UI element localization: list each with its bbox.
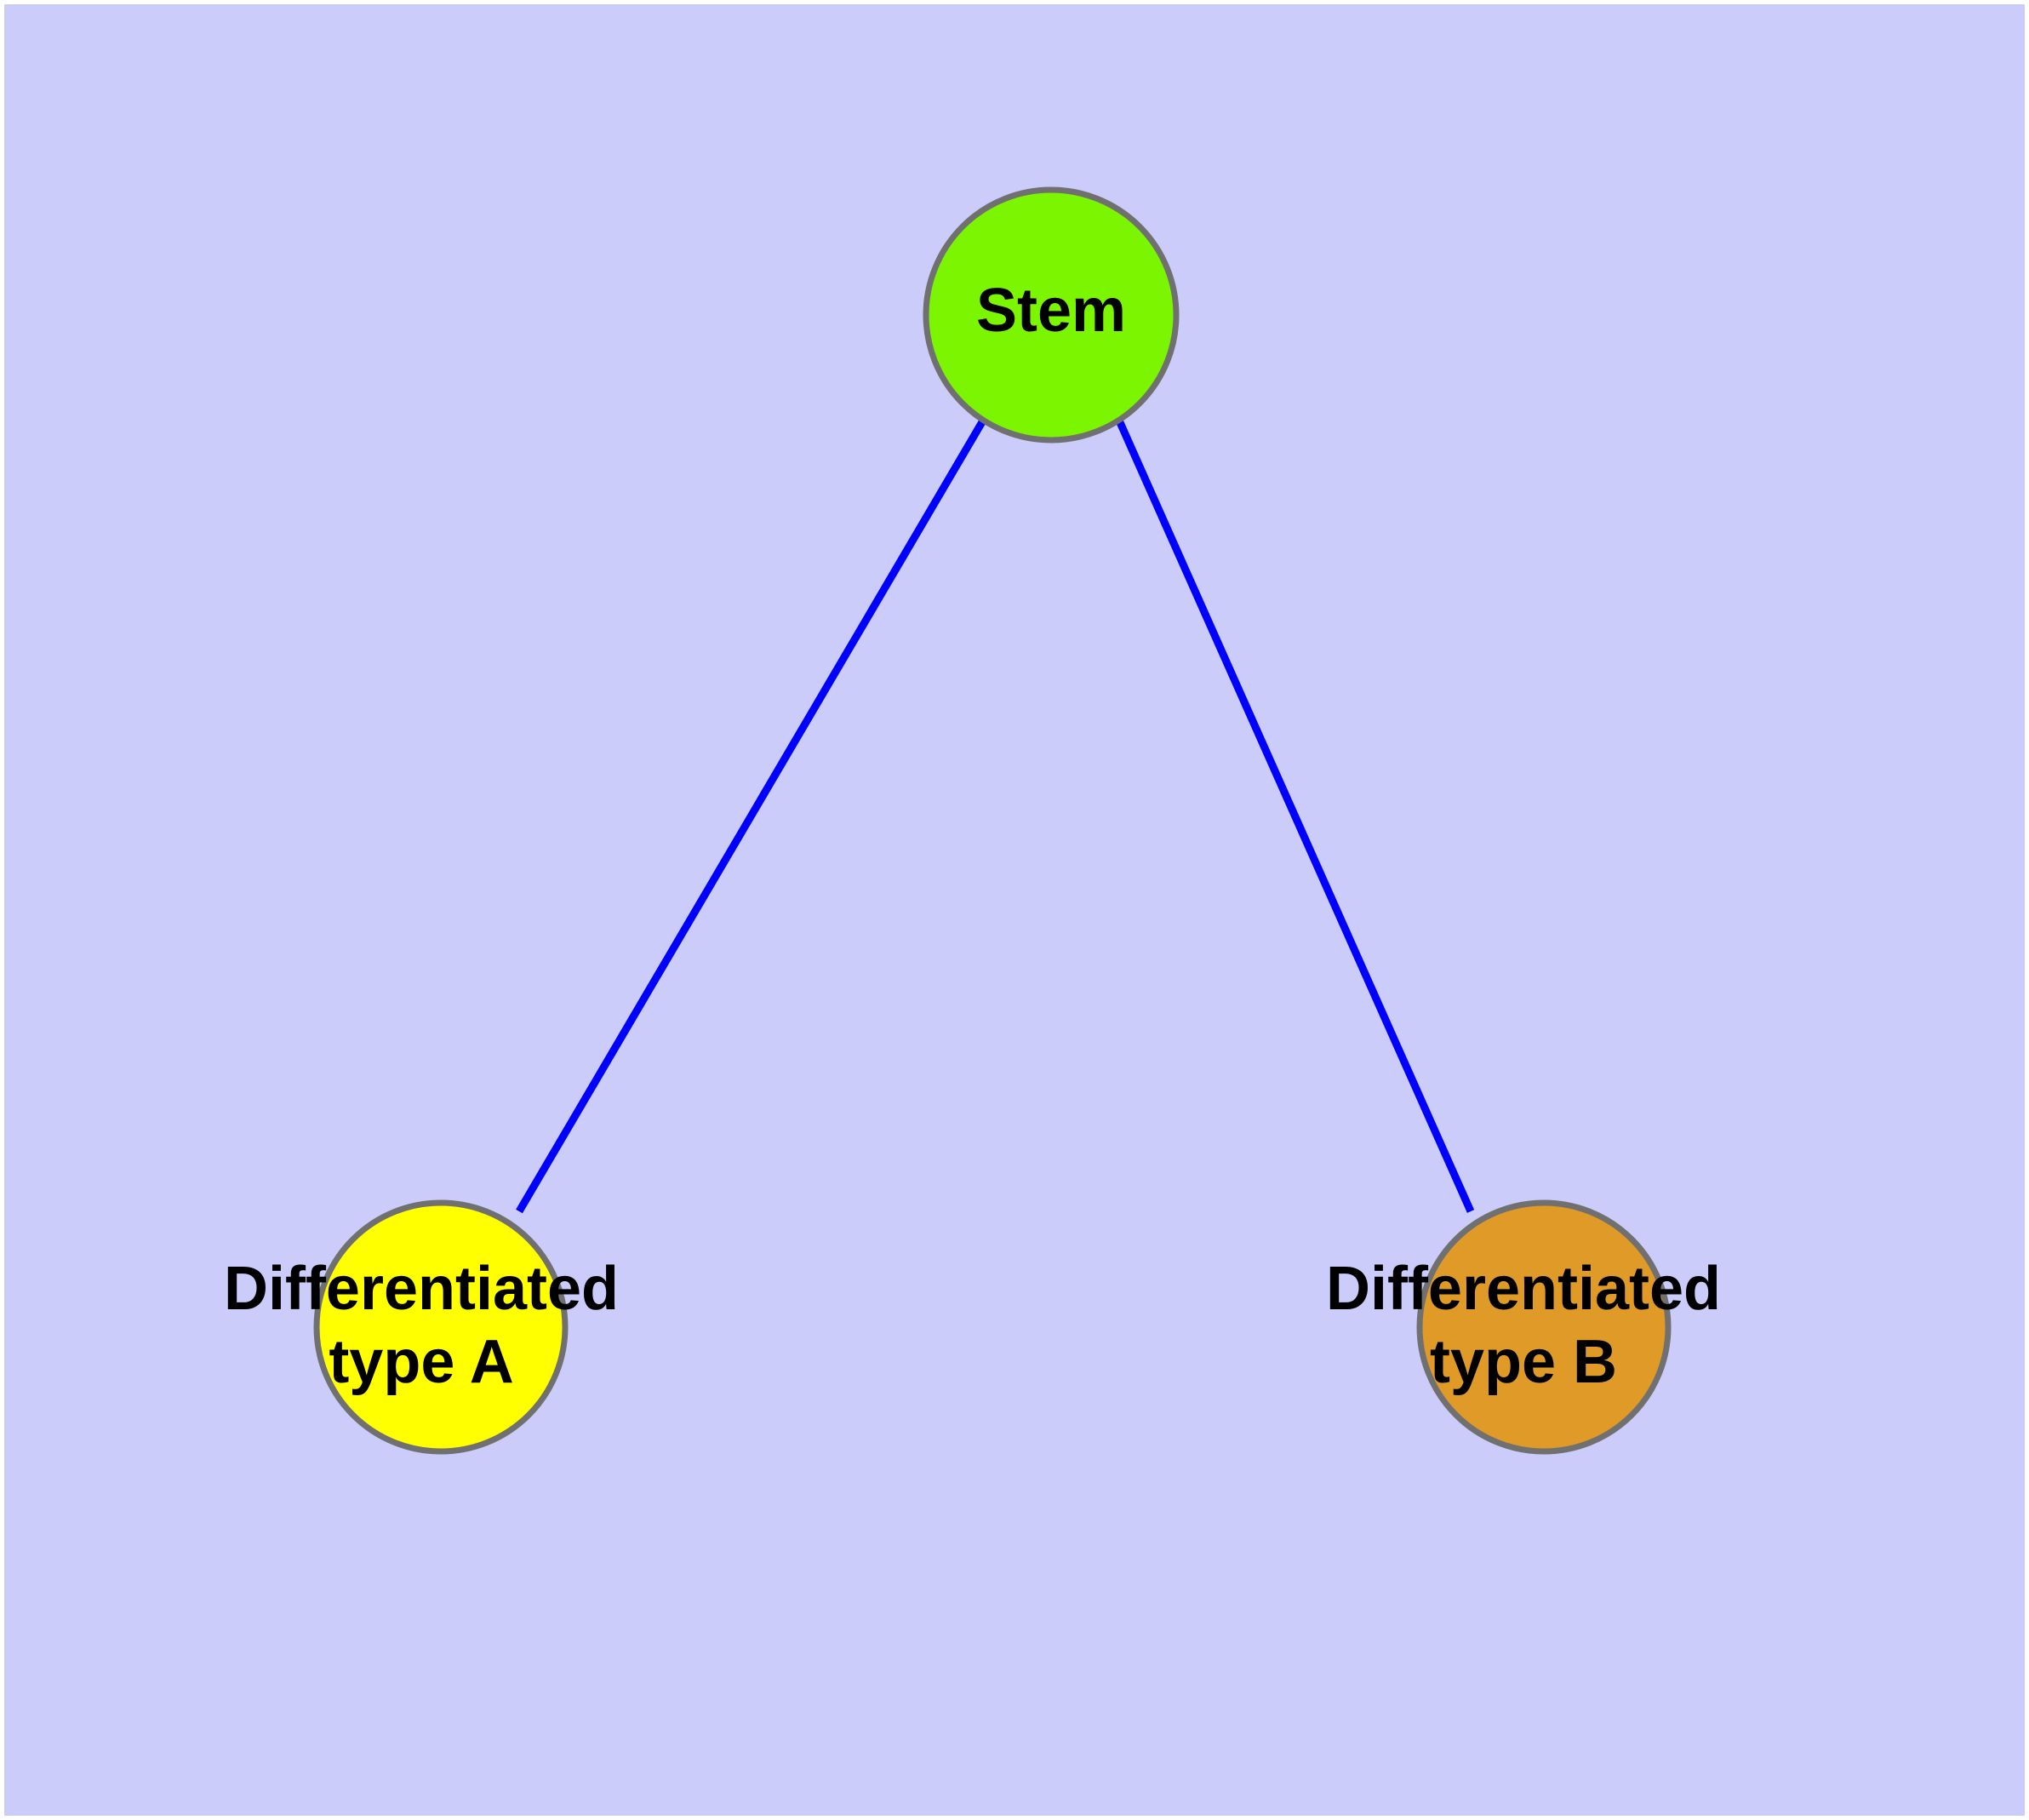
node-label-line: Differentiated (224, 1255, 619, 1323)
node-diff_b[interactable] (1416, 1199, 1672, 1455)
edge-stem-diff_b[interactable] (1115, 419, 1475, 1213)
node-diff_a[interactable] (313, 1199, 569, 1455)
node-layer (313, 186, 1672, 1455)
node-label-line: type B (1430, 1328, 1617, 1396)
node-stem[interactable] (923, 186, 1180, 444)
node-label-stem: Stem (976, 277, 1126, 345)
edge-layer (516, 418, 1475, 1214)
node-label-line: Differentiated (1326, 1255, 1721, 1323)
node-label-line: Stem (976, 277, 1126, 345)
edge-stem-diff_a[interactable] (516, 418, 986, 1214)
node-label-line: type A (329, 1328, 513, 1396)
